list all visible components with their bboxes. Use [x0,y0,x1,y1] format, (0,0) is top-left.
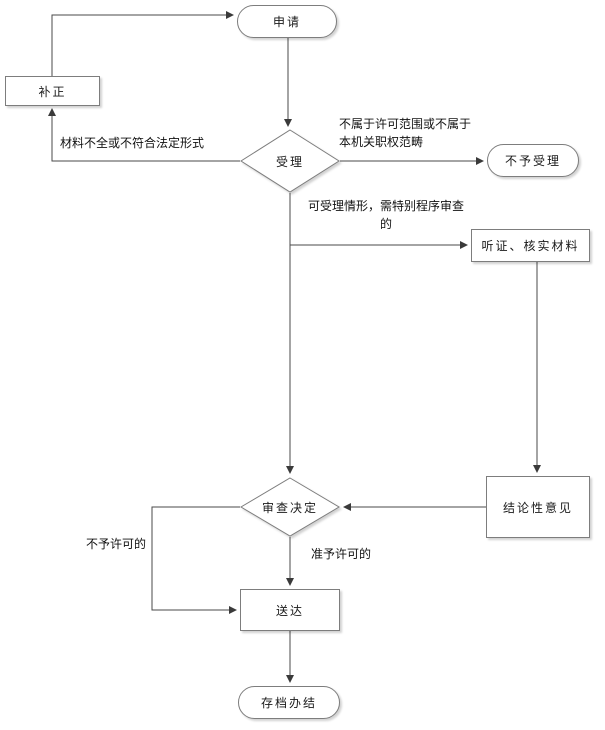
node-apply: 申请 [237,5,337,38]
node-decision-label: 审查决定 [261,500,318,515]
edge-correction-apply [51,11,234,76]
node-reject-label: 不予受理 [504,154,561,168]
node-accept: 受理 [240,129,340,193]
node-reject: 不予受理 [487,144,579,177]
edge-label-permitted: 准予许可的 [311,547,372,561]
diamond-shape [240,477,340,537]
node-hearing: 听证、核实材料 [471,229,590,262]
edge-accept-correction [48,108,240,162]
node-decision: 审查决定 [240,477,340,537]
node-accept-label: 受理 [275,154,304,169]
edge-label-not-permitted: 不予许可的 [86,537,147,551]
node-archive: 存档办结 [238,686,340,719]
node-conclusion-label: 结论性意见 [502,500,573,515]
node-deliver-label: 送达 [275,603,304,618]
edge-label-incomplete: 材料不全或不符合法定形式 [60,136,205,150]
node-archive-label: 存档办结 [260,696,317,710]
node-correction-label: 补正 [38,84,67,99]
node-correction: 补正 [5,76,100,106]
edge-decision-deliver-left [151,506,240,614]
edge-label-special-procedure: 可受理情形，需特别程序审查的 [308,199,465,231]
diamond-shape [240,129,340,193]
edge-label-out-of-scope: 不属于许可范围或不属于本机关职权范畴 [339,117,472,149]
node-conclusion: 结论性意见 [486,476,590,538]
node-deliver: 送达 [240,589,340,631]
node-hearing-label: 听证、核实材料 [481,239,580,253]
node-apply-label: 申请 [272,15,301,29]
